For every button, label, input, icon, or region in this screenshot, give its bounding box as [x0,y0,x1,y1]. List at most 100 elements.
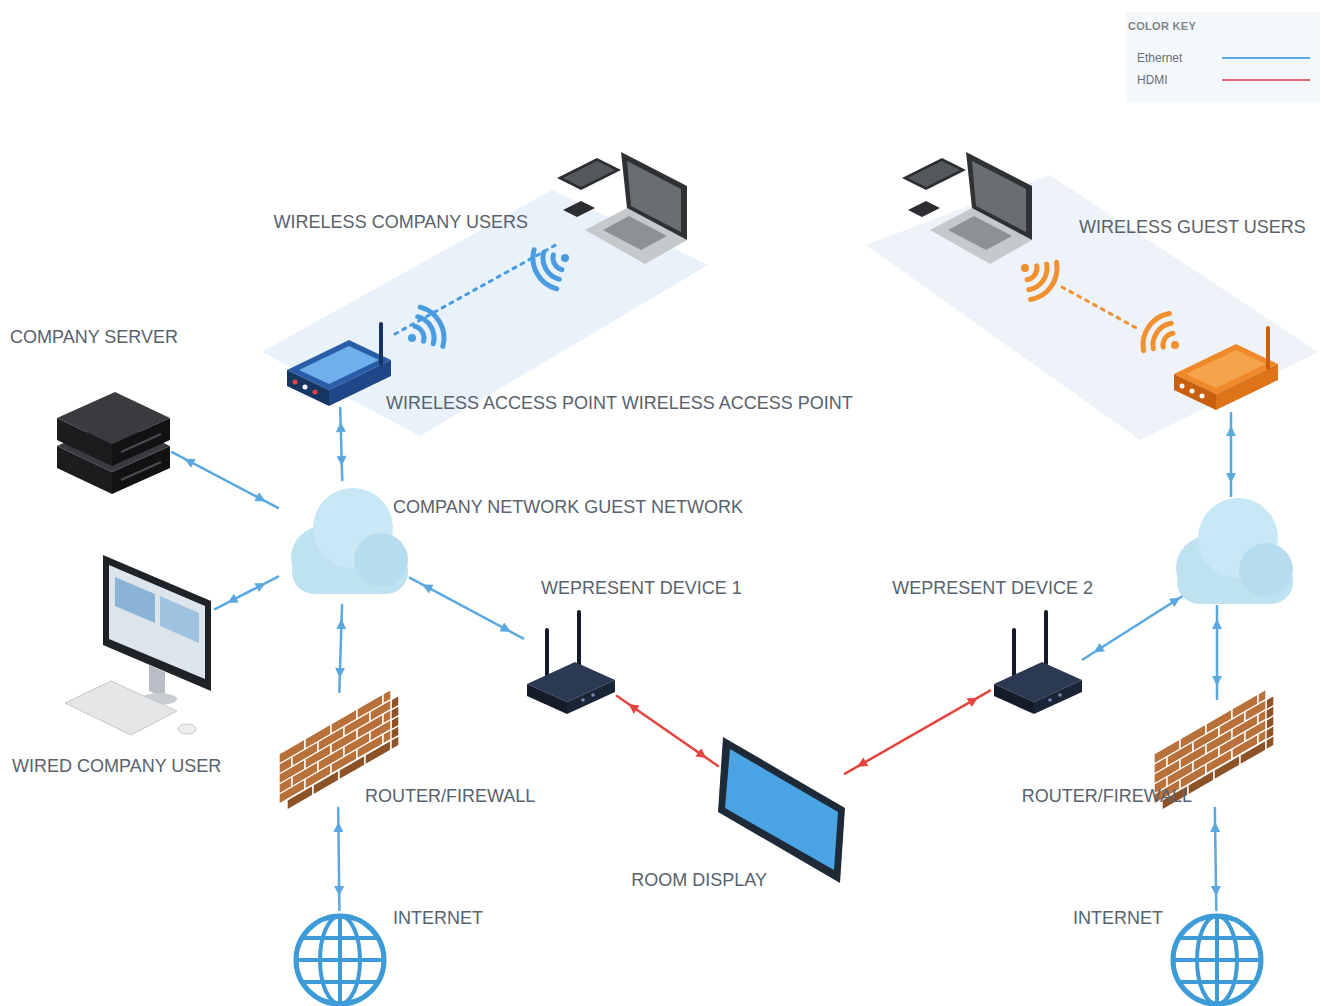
node-icon [283,322,395,408]
wifi-dot [1021,264,1029,272]
status-light [591,693,595,697]
brick [1154,739,1180,764]
globe-parallel [1173,958,1261,962]
tablet-body [557,158,621,190]
cloud-part [354,533,408,587]
brick [1206,709,1232,734]
node-label: INTERNET [1073,908,1163,928]
legend-text: Ethernet [1137,50,1182,66]
display-frame [718,737,845,883]
node-icon [1167,910,1267,1006]
wireless-link [1062,287,1140,330]
wifi-symbol [1027,262,1057,299]
server-slot [121,462,161,480]
node-label: WIRELESS COMPANY USERS [274,212,528,232]
antenna [379,324,383,364]
wifi-arc [1031,262,1057,299]
device-side [1034,680,1082,714]
laptop-screen [621,152,687,240]
wifi-symbol [415,307,444,346]
brick [305,724,331,749]
status-light [313,390,318,395]
brick [279,739,305,764]
antenna [1266,328,1270,368]
node-icon [990,612,1085,715]
status-light [1058,693,1062,697]
device-front [994,684,1034,714]
ethernet-cable [172,452,278,508]
node-label: ROOM DISPLAY [631,870,767,890]
user-devices: WIRELESS GUEST USERS [900,148,1050,268]
tablet-body [902,158,966,190]
status-light [303,385,308,390]
monitor-frame [103,555,211,691]
wifi-dot [1171,341,1179,349]
guest-access-point [1174,328,1278,410]
status-light [1180,384,1185,389]
wireless-zone-band [866,175,1318,440]
cloud-part [1239,543,1293,597]
hdmi-cable [845,691,990,774]
node-icon [718,737,845,883]
status-light [293,380,298,385]
node-label: WEPRESENT DEVICE 2 [892,578,1093,598]
room-display: ROOM DISPLAY [718,737,845,883]
legend-swatch [1222,79,1310,81]
ethernet-cable [1216,605,1219,700]
globe-parallel [296,958,384,962]
internet-globe: INTERNET [1167,910,1267,1006]
node-icon [555,148,690,268]
screen-panel [115,577,155,623]
server-top [57,392,170,444]
status-light [1048,698,1052,702]
ethernet-cable [410,578,523,639]
antenna [1044,612,1048,670]
legend-swatch [1222,57,1310,59]
brick [391,695,399,710]
wifi-arc [1153,323,1171,349]
status-light [1190,389,1195,394]
laptop-screen [966,152,1032,240]
globe-parallel [1179,936,1255,940]
mouse [178,724,196,734]
monitor-screen [109,565,205,679]
ethernet-cable [339,605,342,692]
legend-heading: COLOR KEY [1128,20,1196,32]
wireless-link [395,245,555,334]
antenna [577,612,581,670]
server-slot [121,434,161,452]
brick [357,694,383,719]
node-label: ROUTER/FIREWALL [365,786,535,806]
node-label: INTERNET [393,908,483,928]
tablet-screen [908,161,960,187]
firewall-wall: ROUTER/FIREWALL [275,692,400,808]
node-label: WIRED COMPANY USER [12,756,221,776]
globe-outline [296,916,384,1004]
laptop-display [972,161,1026,232]
firewall-wall: ROUTER/FIREWALL [1150,692,1278,808]
keyboard [65,681,177,735]
legend-text: HDMI [1137,72,1168,88]
wifi-arc [1143,314,1169,351]
node-label: WEPRESENT DEVICE 1 [541,578,742,598]
tablet-screen [563,161,615,187]
globe-parallel [1179,980,1255,984]
wifi-symbol [1143,314,1173,351]
connector-group [172,245,1216,910]
status-light [1200,394,1205,399]
ethernet-cable [1082,590,1192,660]
wifi-dot [408,334,416,342]
laptop-display [627,161,681,232]
guest-network-cloud [1176,498,1293,604]
node-icon [278,480,410,605]
server-icon: COMPANY SERVER [55,368,172,475]
node-label: ROUTER/FIREWALL [1022,786,1192,806]
globe-parallel [302,980,378,984]
server-unit [57,392,170,466]
node-label: WIRELESS ACCESS POINT WIRELESS ACCESS PO… [386,393,853,413]
ethernet-cable [1230,412,1233,497]
phone-body [908,201,940,217]
user-devices: WIRELESS COMPANY USERS [555,148,690,268]
